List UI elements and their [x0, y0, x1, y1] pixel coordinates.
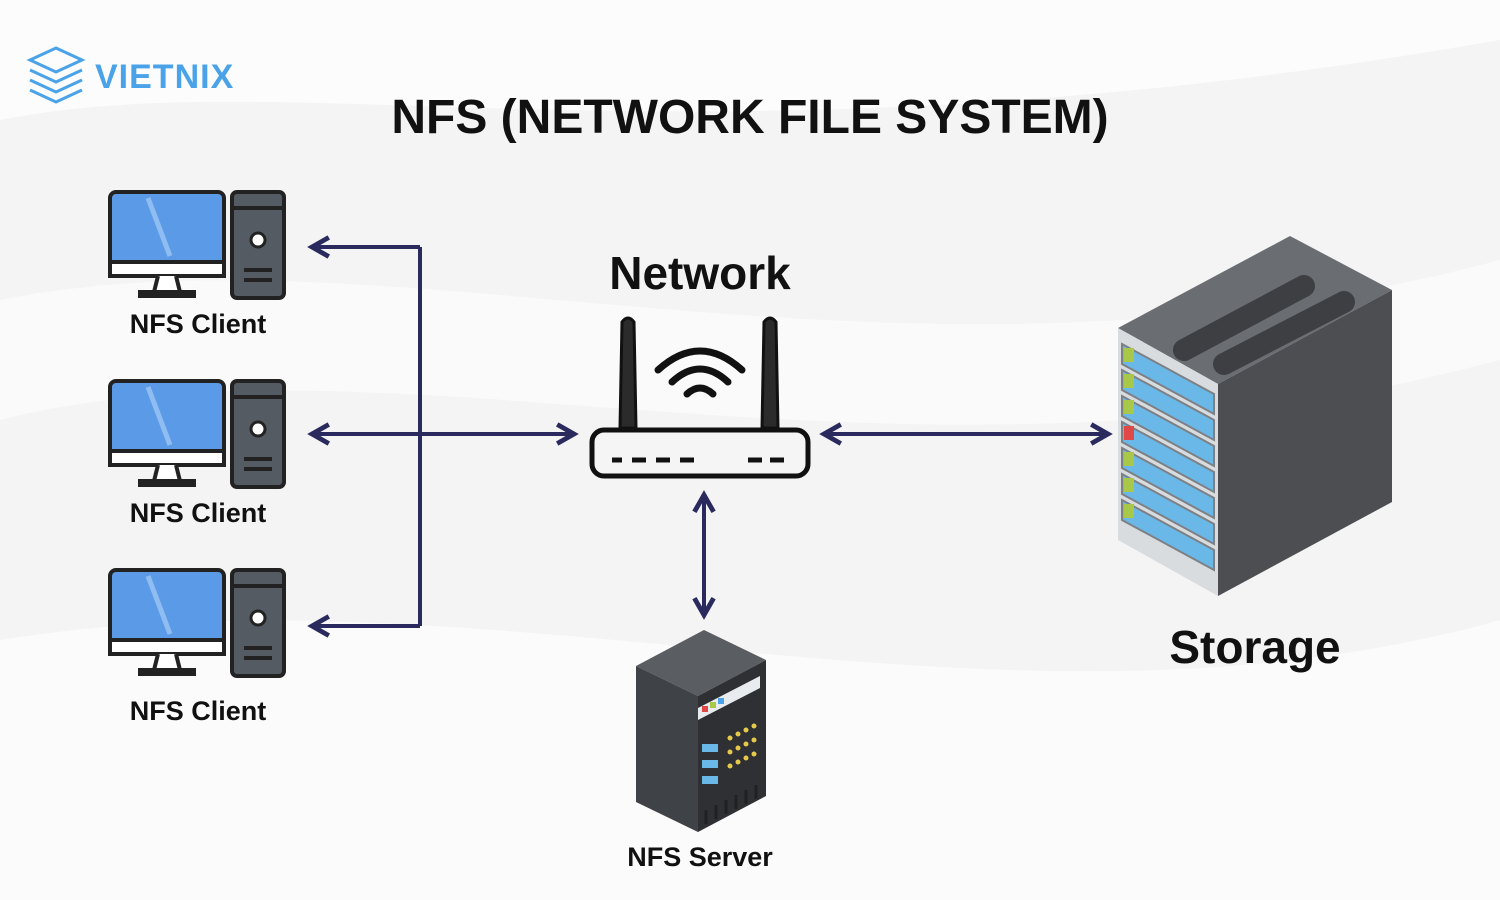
diagram-title: NFS (NETWORK FILE SYSTEM)	[391, 91, 1109, 144]
computer-icon	[108, 568, 286, 678]
router-icon	[589, 316, 811, 479]
server-label: NFS Server	[627, 842, 773, 872]
computer-icon	[108, 379, 286, 489]
brand-name: VIETNIX	[95, 58, 235, 96]
client-label-1: NFS Client	[129, 309, 267, 339]
server-icon	[636, 630, 766, 832]
storage-rack-icon	[1118, 236, 1392, 596]
client-label-3: NFS Client	[129, 696, 267, 726]
computer-icon	[108, 190, 286, 300]
client-label-2: NFS Client	[129, 498, 267, 528]
storage-label: Storage	[1169, 621, 1341, 673]
vietnix-logo-icon	[26, 46, 86, 104]
network-label: Network	[609, 247, 791, 299]
